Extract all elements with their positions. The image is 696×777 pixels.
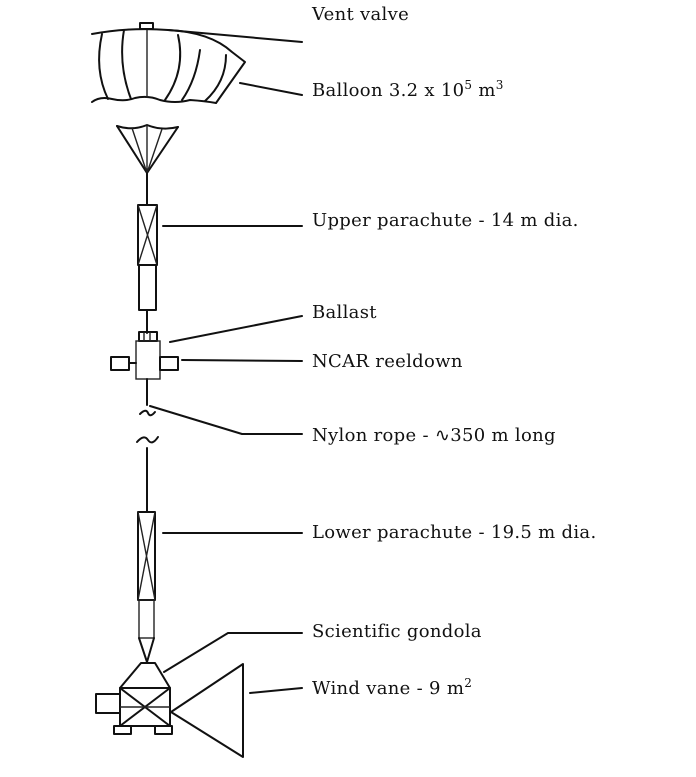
label-gondola: Scientific gondola	[312, 621, 482, 642]
label-lower-parachute: Lower parachute - 19.5 m dia.	[312, 522, 597, 543]
wind-vane-exponent: 2	[464, 676, 473, 690]
label-wind-vane: Wind vane - 9 m2	[312, 676, 472, 699]
reeldown-assembly	[110, 331, 179, 380]
wind-vane-shape	[170, 663, 244, 758]
label-balloon: Balloon 3.2 x 105 m3	[312, 78, 504, 101]
label-nylon-rope: Nylon rope - ∿350 m long	[312, 425, 556, 446]
gondola-shape	[95, 662, 173, 735]
balloon-text: Balloon 3.2 x 10	[312, 80, 465, 101]
upper-parachute-pack	[137, 204, 158, 334]
label-reeldown: NCAR reeldown	[312, 351, 463, 372]
label-ballast: Ballast	[312, 302, 377, 323]
nylon-rope	[136, 378, 159, 513]
balloon-exponent: 5	[464, 78, 473, 92]
leader-lines	[149, 29, 303, 694]
top-parachute	[116, 124, 179, 206]
balloon-unit-exponent: 3	[495, 78, 504, 92]
balloon-unit: m	[472, 80, 496, 101]
label-upper-parachute: Upper parachute - 14 m dia.	[312, 210, 579, 231]
wind-vane-text: Wind vane - 9 m	[312, 678, 465, 699]
lower-parachute-pack	[137, 511, 156, 663]
label-vent-valve: Vent valve	[312, 4, 410, 25]
